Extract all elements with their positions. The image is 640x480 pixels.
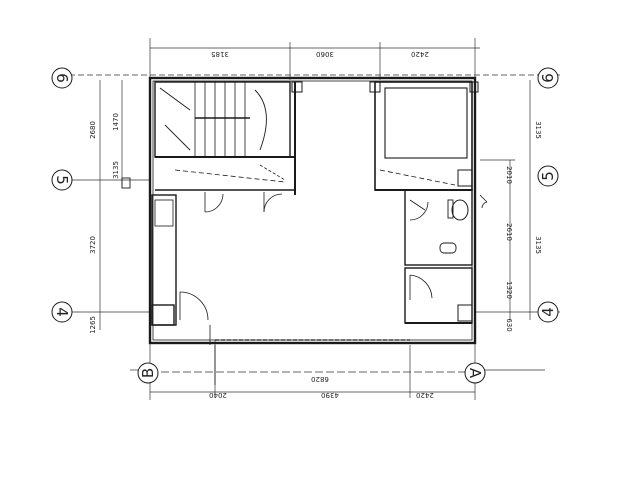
dim-left-lower-b: 1265 [89,316,97,334]
dim-bottom-center: 4390 [321,391,339,399]
dim-left-upper: 2680 [89,121,97,139]
dim-left-mid: 3135 [112,161,120,179]
grid-marker-row-6-left [51,67,73,89]
dim-right-upper: 3135 [534,121,542,139]
grid-label-col-a: A [466,368,484,379]
dim-right-lower-c: 630 [505,318,513,331]
walls [121,76,479,345]
grid-label-col-b: B [139,368,157,378]
grid-labels: 6 5 4 6 5 4 B A [53,73,557,379]
grid-marker-row-4-left [51,301,73,323]
grid-marker-row-6-right [537,67,559,89]
grid-marker-row-5-right [537,165,559,187]
grid-marker-col-b [137,362,159,384]
dim-right-lower-a: 3135 [534,236,542,254]
grid-marker-col-a [464,362,486,384]
dim-right-lower-b: 1320 [505,281,513,299]
staircase [159,82,456,186]
dim-left-lower-a: 3720 [89,236,97,254]
dim-left-upper-inner: 1470 [112,113,120,131]
dimension-lines [60,38,560,400]
grid-label-row-6-right: 6 [539,73,557,83]
grid-marker-row-4-right [537,301,559,323]
dim-bottom-left: 2040 [209,391,227,399]
dim-right-upper-inner: 2010 [505,166,513,184]
dim-top-middle: 3060 [316,50,334,58]
grid-label-row-5-left: 5 [53,175,71,185]
grid-marker-row-5-left [51,169,73,191]
dim-top-right: 2420 [411,50,429,58]
grid-label-row-6-left: 6 [53,73,71,83]
dim-bottom-right: 2420 [416,391,434,399]
grid-label-row-4-left: 4 [53,307,71,317]
dim-bottom-total: 6820 [311,375,329,383]
grid-label-row-4-right: 4 [539,307,557,317]
grid-label-row-5-right: 5 [539,171,557,181]
dim-top-left: 3185 [211,50,229,58]
doors [179,192,488,385]
dim-right-mid: 2610 [505,223,513,241]
dimension-labels: 3185 3060 2420 2040 6820 4390 2420 2680 … [89,50,542,399]
grid-markers [51,67,559,384]
